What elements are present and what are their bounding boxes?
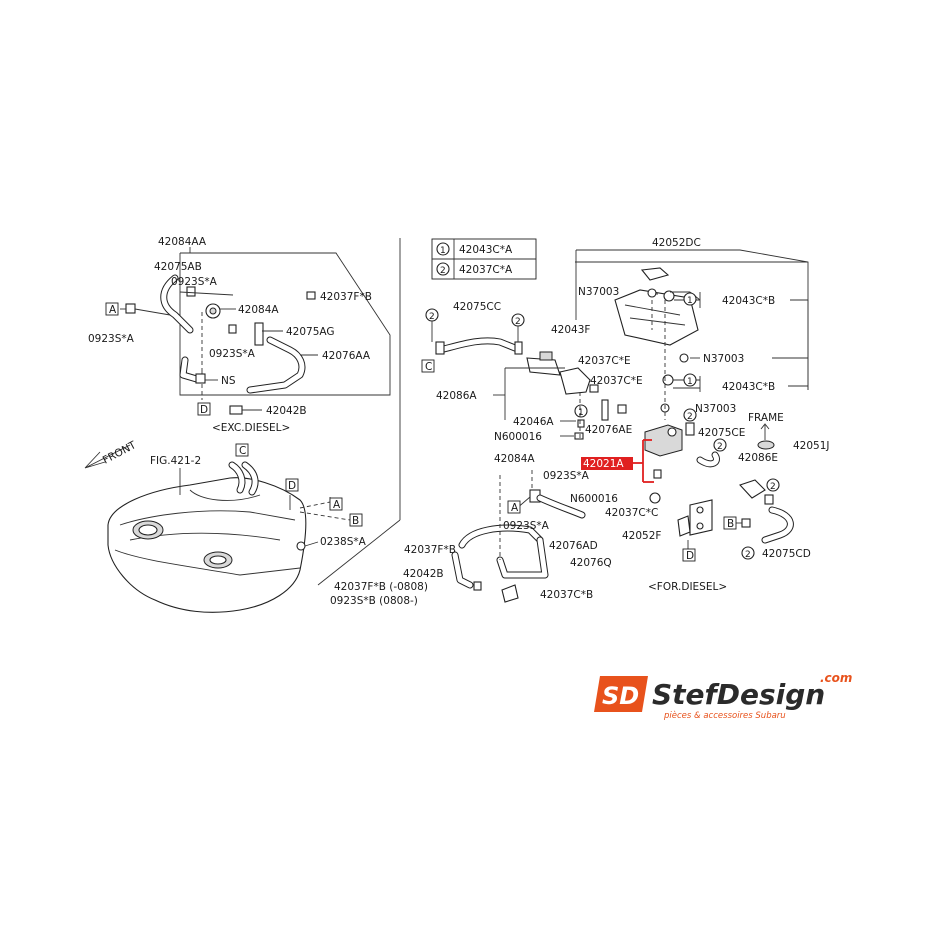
label-42086E: 42086E xyxy=(738,452,778,464)
label-42037C-C: 42037C*C xyxy=(605,507,658,519)
logo-mark-icon xyxy=(594,676,648,712)
label-NS: NS xyxy=(221,375,236,387)
label-42075CC: 42075CC xyxy=(453,301,501,313)
circle-num-1b: 1 xyxy=(687,377,693,387)
label-42051J: 42051J xyxy=(793,440,830,452)
label-B-tank: B xyxy=(352,515,359,527)
label-N37003-2: N37003 xyxy=(703,353,744,365)
label-0923S-A: 0923S*A xyxy=(171,276,218,288)
label-fig-421-2: FIG.421-2 xyxy=(150,455,201,467)
logo-domain: .com xyxy=(820,671,852,685)
label-D-left: D xyxy=(200,404,208,416)
label-0923S-A-3: 0923S*A xyxy=(209,348,256,360)
stefdesign-logo[interactable]: SD StefDesign .com pièces & accessoires … xyxy=(594,671,852,721)
label-42043F: 42043F xyxy=(551,324,590,336)
label-42076AA: 42076AA xyxy=(322,350,371,362)
label-A-tank: A xyxy=(333,499,341,511)
label-42076AE: 42076AE xyxy=(585,424,632,436)
label-42086A: 42086A xyxy=(436,390,477,402)
label-exc-diesel: <EXC.DIESEL> xyxy=(212,422,290,434)
divider-line-diag xyxy=(317,519,401,586)
label-B-mid: B xyxy=(727,518,734,530)
label-C-tank: C xyxy=(239,445,246,457)
label-42037C-E-1: 42037C*E xyxy=(578,355,631,367)
label-A-mid: A xyxy=(511,502,519,514)
label-42037F-B-top: 42037F*B xyxy=(320,291,372,303)
label-42043C-B-2: 42043C*B xyxy=(722,381,775,393)
logo-brand: StefDesign xyxy=(652,678,825,711)
label-N600016-2: N600016 xyxy=(570,493,618,505)
label-42037F-B-0808: 42037F*B (-0808) xyxy=(334,581,428,593)
label-42052F: 42052F xyxy=(622,530,661,542)
fuel-tank xyxy=(84,444,351,613)
label-42042B-top: 42042B xyxy=(266,405,307,417)
legend-42043C-A: 42043C*A xyxy=(459,244,513,256)
circle-num-2c: 2 xyxy=(687,412,693,422)
highlight-box xyxy=(581,457,633,470)
part-labels: 42084AA 42075AB 0923S*A A 0923S*A 42084A… xyxy=(88,236,830,607)
label-42037F-B-bot: 42037F*B xyxy=(404,544,456,556)
label-D-tank: D xyxy=(288,480,296,492)
circle-num-2d: 2 xyxy=(717,442,723,452)
label-0923S-B-0808: 0923S*B (0808-) xyxy=(330,595,418,607)
legend xyxy=(431,238,537,280)
legend-42037C-A: 42037C*A xyxy=(459,264,513,276)
label-A-left: A xyxy=(109,304,117,316)
circle-num-1c: 1 xyxy=(578,408,584,418)
label-for-diesel: <FOR.DIESEL> xyxy=(648,581,727,593)
label-42037C-E-2: 42037C*E xyxy=(590,375,643,387)
label-42084A-left: 42084A xyxy=(238,304,279,316)
label-N600016-1: N600016 xyxy=(494,431,542,443)
label-42021A-highlighted: 42021A xyxy=(583,458,624,470)
label-42075CE: 42075CE xyxy=(698,427,745,439)
label-0238S-A: 0238S*A xyxy=(320,536,367,548)
label-42075AG: 42075AG xyxy=(286,326,335,338)
label-N37003-3: N37003 xyxy=(695,403,736,415)
label-frame: FRAME xyxy=(748,412,784,424)
label-C-mid: C xyxy=(425,361,432,373)
label-42043C-B-1: 42043C*B xyxy=(722,295,775,307)
label-42076Q: 42076Q xyxy=(570,557,612,569)
label-42075CD: 42075CD xyxy=(762,548,811,560)
legend-num-2: 2 xyxy=(440,266,446,276)
circle-num-2b: 2 xyxy=(515,317,521,327)
label-42075AB: 42075AB xyxy=(154,261,202,273)
label-0923S-A-m2: 0923S*A xyxy=(503,520,550,532)
label-front: FRONT xyxy=(101,439,139,467)
exc-diesel-inset xyxy=(120,247,391,415)
label-42084AA: 42084AA xyxy=(158,236,207,248)
logo-tagline: pièces & accessoires Subaru xyxy=(663,710,786,721)
label-0923S-A-2: 0923S*A xyxy=(88,333,135,345)
diesel-assembly xyxy=(425,249,809,603)
label-42037C-B: 42037C*B xyxy=(540,589,593,601)
logo-mark-text: SD xyxy=(602,682,639,710)
label-0923S-A-m1: 0923S*A xyxy=(543,470,590,482)
label-D-mid: D xyxy=(686,550,694,562)
label-42076AD: 42076AD xyxy=(549,540,598,552)
label-42052DC: 42052DC xyxy=(652,237,701,249)
label-42042B-bot: 42042B xyxy=(403,568,444,580)
circle-num-2e: 2 xyxy=(770,482,776,492)
label-N37003-1: N37003 xyxy=(578,286,619,298)
circle-num-2a: 2 xyxy=(429,312,435,322)
legend-num-1: 1 xyxy=(440,246,446,256)
label-42084A-mid: 42084A xyxy=(494,453,535,465)
circle-num-1a: 1 xyxy=(687,296,693,306)
label-42046A: 42046A xyxy=(513,416,554,428)
circle-num-2f: 2 xyxy=(745,550,751,560)
